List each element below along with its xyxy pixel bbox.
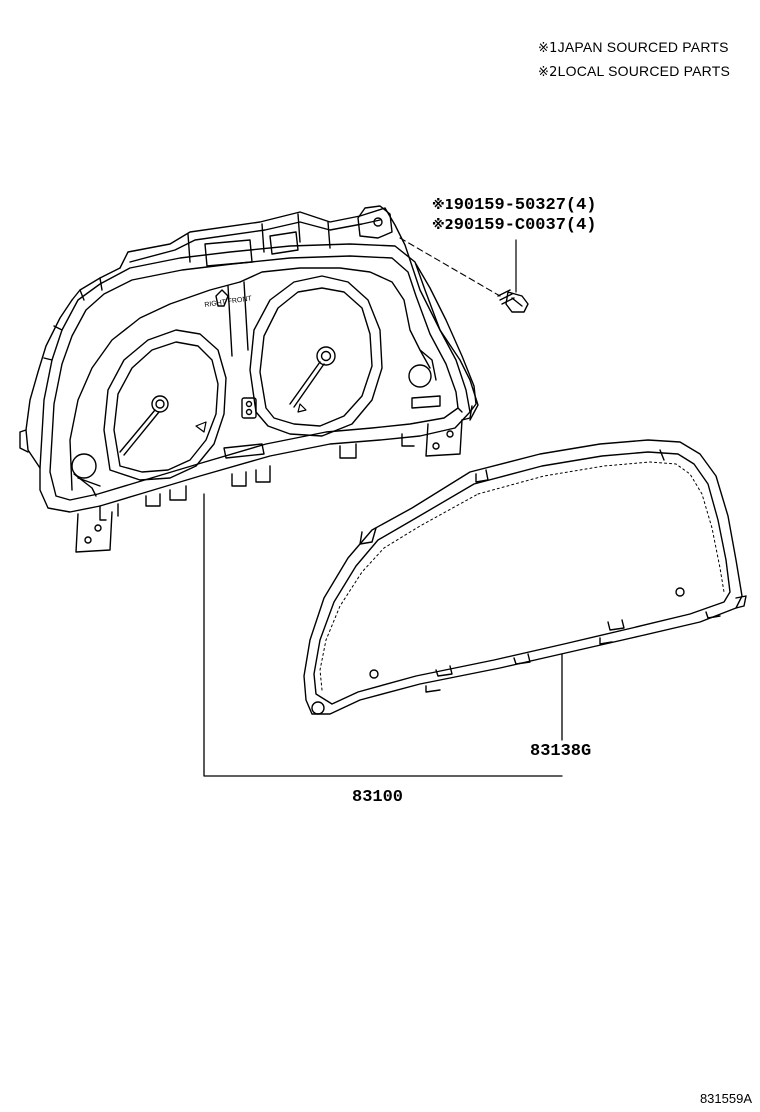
- leader-lines: [203, 493, 563, 777]
- legend-note-local: ※2LOCAL SOURCED PARTS: [538, 63, 730, 80]
- small-gauge-right: [408, 364, 441, 409]
- part-callout-screw-local[interactable]: ※290159-C0037(4): [432, 216, 597, 235]
- meter-glass: [303, 439, 747, 715]
- part-callout-screw-japan[interactable]: ※190159-50327(4): [432, 196, 597, 215]
- part-callout-meter-assembly[interactable]: 83100: [352, 788, 403, 807]
- combination-meter-cluster: [19, 205, 479, 553]
- part-number-screw-local: 90159-C0037(4): [453, 216, 597, 235]
- left-gauge: [103, 329, 227, 481]
- part-number-screw-japan: 90159-50327(4): [453, 196, 597, 215]
- figure-code: 831559A: [699, 1091, 752, 1106]
- mark-1: ※1: [432, 198, 454, 213]
- legend: ※1JAPAN SOURCED PARTS ※2LOCAL SOURCED PA…: [538, 36, 730, 84]
- right-gauge: [249, 275, 383, 437]
- part-number-glass: 83138G: [530, 742, 592, 761]
- small-gauge-left: [71, 453, 101, 497]
- part-number-meter-assembly: 83100: [352, 788, 404, 807]
- screw: [399, 237, 529, 313]
- legend-note-japan: ※1JAPAN SOURCED PARTS: [538, 39, 729, 56]
- part-callout-glass[interactable]: 83138G: [530, 742, 591, 761]
- mark-2: ※2: [432, 218, 454, 233]
